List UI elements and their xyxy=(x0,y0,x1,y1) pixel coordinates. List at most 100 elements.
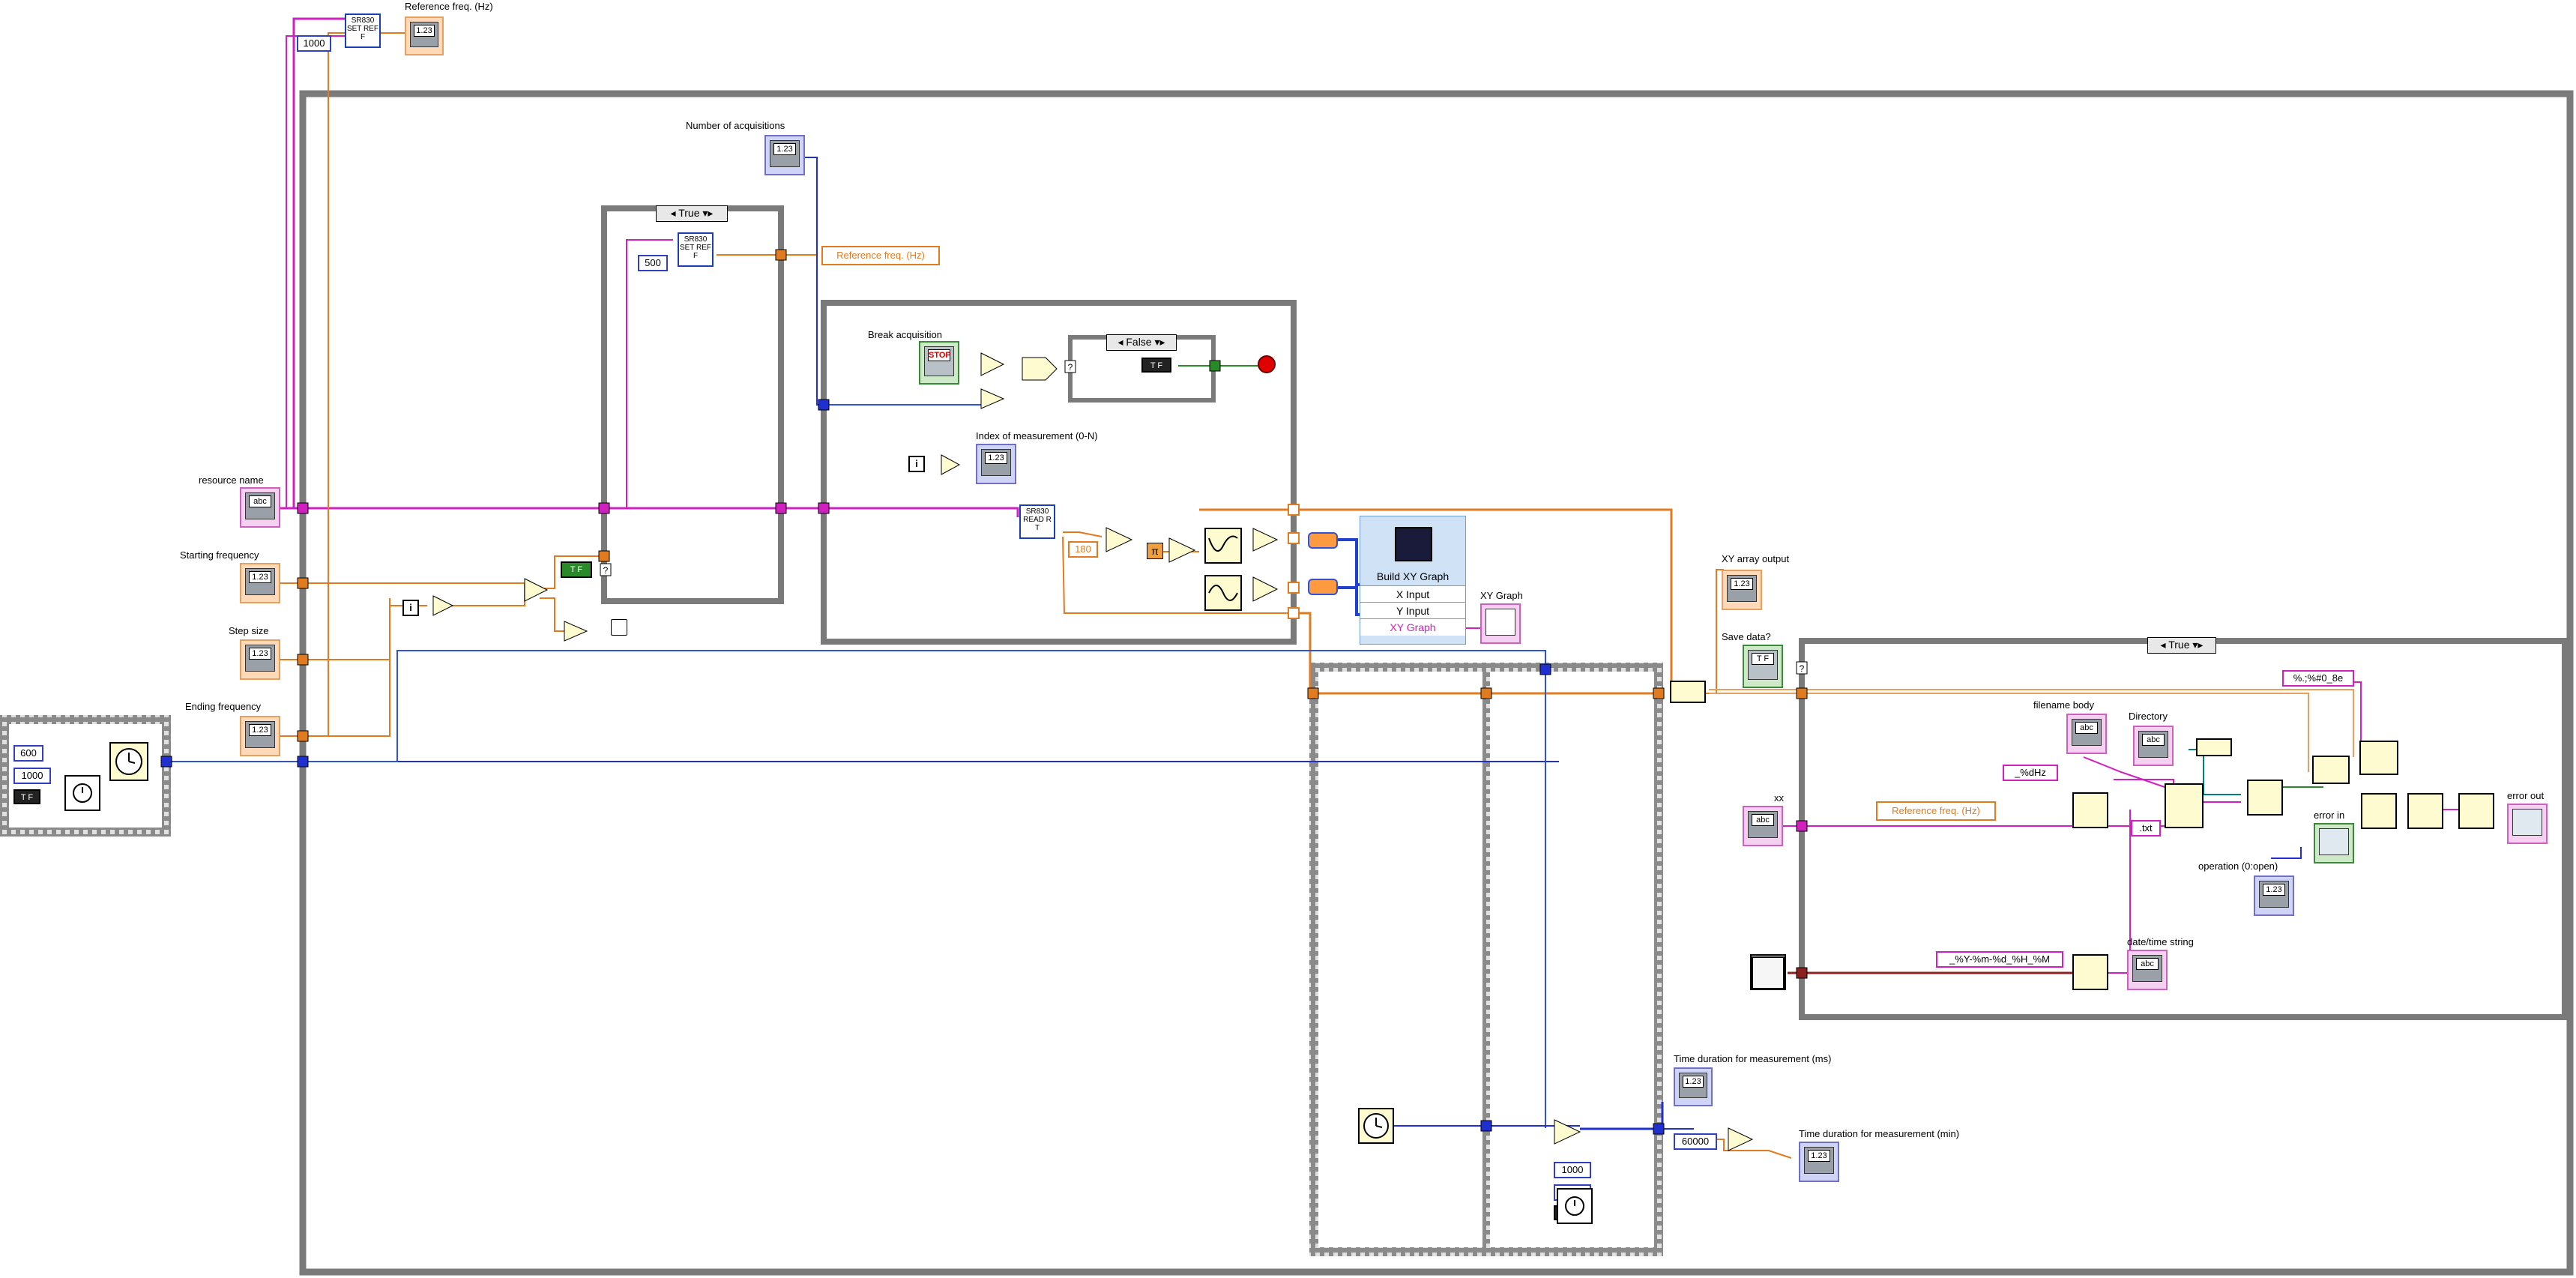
wait-ms-icon xyxy=(1557,1188,1593,1224)
constant-180[interactable]: 180 xyxy=(1068,541,1098,558)
boolean-tf-case1[interactable]: T F xyxy=(561,561,592,578)
constant-60000[interactable]: 60000 xyxy=(1674,1133,1717,1150)
file-icon xyxy=(2361,793,2397,829)
y-input-terminal[interactable]: Y Input xyxy=(1360,602,1465,619)
constant-format-date[interactable]: _%Y-%m-%d_%H_%M xyxy=(1936,951,2063,968)
sine-icon xyxy=(1204,575,1242,611)
wait-icon xyxy=(64,775,100,811)
label-error-out: error out xyxy=(2507,790,2545,801)
label-index-of-measurement: Index of measurement (0-N) xyxy=(976,430,1098,441)
filename-body-control[interactable]: abc xyxy=(2066,714,2107,754)
acquisition-while-loop[interactable] xyxy=(821,300,1297,645)
primitives xyxy=(432,352,1754,1151)
label-error-in: error in xyxy=(2314,810,2345,821)
build-xy-graph-express-vi[interactable]: Build XY Graph X Input Y Input XY Graph xyxy=(1360,516,1466,645)
number-of-acquisitions-control[interactable]: 1.23 xyxy=(764,135,805,175)
get-date-time-icon xyxy=(1752,956,1785,989)
sr830-read-rt-subvi[interactable]: SR830 READ R T xyxy=(1019,504,1055,539)
index-array-icon xyxy=(1670,681,1706,703)
loop-iteration-terminal-main: i xyxy=(402,600,419,616)
label-xy-graph: XY Graph xyxy=(1480,590,1523,601)
label-time-ms: Time duration for measurement (ms) xyxy=(1674,1053,1832,1064)
xy-graph-output-terminal[interactable]: XY Graph xyxy=(1360,618,1465,636)
loop-iteration-terminal-acq: i xyxy=(908,456,925,472)
step-size-control[interactable]: 1.23 xyxy=(240,639,280,680)
label-filename-body: filename body xyxy=(2033,699,2094,711)
directory-control[interactable]: abc xyxy=(2133,726,2174,766)
constant-1000-a[interactable]: 1000 xyxy=(1554,1162,1591,1178)
label-ref-freq-top: Reference freq. (Hz) xyxy=(405,1,493,12)
xx-control[interactable]: abc xyxy=(1743,806,1783,846)
sr830-set-ref-subvi-top[interactable]: SR830 SET REF F xyxy=(345,13,381,48)
label-xx: xx xyxy=(1774,792,1784,804)
close-file-icon xyxy=(2458,793,2494,829)
stop-condition-icon xyxy=(611,619,627,636)
pi-constant-icon: π xyxy=(1147,543,1163,559)
svg-text:?: ? xyxy=(1068,362,1073,373)
constant-1000-top[interactable]: 1000 xyxy=(297,35,331,52)
sequence-left[interactable] xyxy=(0,715,171,837)
time-ms-indicator[interactable]: 1.23 xyxy=(1674,1067,1713,1106)
label-time-min: Time duration for measurement (min) xyxy=(1799,1128,1960,1139)
svg-text:?: ? xyxy=(603,565,609,576)
label-date-time-string: date/time string xyxy=(2127,936,2194,947)
write-file-icon xyxy=(2407,793,2443,829)
index-of-measurement-indicator[interactable]: 1.23 xyxy=(976,444,1016,484)
cosine-icon xyxy=(1204,528,1242,564)
graph-icon xyxy=(1395,527,1432,561)
error-in-control[interactable] xyxy=(2314,823,2354,863)
boolean-constant-left[interactable]: T F xyxy=(13,789,40,804)
label-directory: Directory xyxy=(2129,711,2168,722)
constant-format-txt[interactable]: .txt xyxy=(2131,820,2161,837)
label-operation: operation (0:open) xyxy=(2198,860,2278,872)
label-ending-frequency: Ending frequency xyxy=(185,701,262,712)
label-save-data: Save data? xyxy=(1722,631,1771,642)
array-to-spreadsheet-icon xyxy=(2312,756,2350,784)
case-selector-1[interactable]: ◂ True ▾▸ xyxy=(656,205,728,222)
bundle-x-icon xyxy=(1308,532,1338,549)
format-date-time-icon xyxy=(2072,954,2108,990)
main-while-loop[interactable] xyxy=(299,90,2574,1276)
format-into-string-icon xyxy=(2072,792,2108,828)
label-break-acquisition: Break acquisition xyxy=(868,329,942,340)
bundle-y-icon xyxy=(1308,579,1338,595)
error-out-indicator[interactable] xyxy=(2507,804,2548,844)
stop-icon xyxy=(1258,355,1276,373)
constant-600[interactable]: 600 xyxy=(13,745,43,762)
strip-path-icon xyxy=(2196,738,2232,756)
ref-freq-indicator-top[interactable]: 1.23 xyxy=(405,16,444,55)
xy-array-output-indicator[interactable]: 1.23 xyxy=(1722,570,1762,610)
x-input-terminal[interactable]: X Input xyxy=(1360,585,1465,603)
svg-text:?: ? xyxy=(1800,663,1805,674)
resource-name-control[interactable]: abc xyxy=(240,487,280,528)
break-acquisition-stop-button[interactable]: STOP xyxy=(919,341,959,385)
transpose-array-icon xyxy=(2359,741,2398,775)
date-time-string-indicator[interactable]: abc xyxy=(2127,950,2168,990)
save-data-toggle[interactable]: T F xyxy=(1743,645,1783,688)
build-xy-title: Build XY Graph xyxy=(1376,570,1450,582)
label-xy-array-output: XY array output xyxy=(1722,553,1790,564)
constant-500[interactable]: 500 xyxy=(638,255,668,271)
clock-icon xyxy=(109,742,148,781)
local-var-ref-freq-2[interactable]: Reference freq. (Hz) xyxy=(1876,801,1996,821)
xy-graph-indicator[interactable] xyxy=(1480,603,1521,644)
case-structure-save[interactable] xyxy=(1799,638,2568,1020)
constant-format-hz[interactable]: _%dHz xyxy=(2003,765,2058,781)
case-structure-1[interactable] xyxy=(601,205,784,604)
case-selector-2[interactable]: ◂ False ▾▸ xyxy=(1106,334,1177,351)
label-step-size: Step size xyxy=(229,625,269,636)
constant-1000-left[interactable]: 1000 xyxy=(13,768,51,784)
boolean-constant-false-case[interactable]: T F xyxy=(1141,358,1171,373)
case-selector-save[interactable]: ◂ True ▾▸ xyxy=(2147,637,2216,654)
local-var-ref-freq-1[interactable]: Reference freq. (Hz) xyxy=(821,246,940,265)
ending-frequency-control[interactable]: 1.23 xyxy=(240,716,280,756)
constant-format-number[interactable]: %.;%#0_8e xyxy=(2282,670,2354,687)
concatenate-strings-icon xyxy=(2165,783,2204,828)
starting-frequency-control[interactable]: 1.23 xyxy=(240,563,280,603)
time-min-indicator[interactable]: 1.23 xyxy=(1799,1142,1839,1182)
label-resource-name: resource name xyxy=(199,474,264,486)
tunnels: ? ? ? xyxy=(160,249,1808,1135)
operation-control[interactable]: 1.23 xyxy=(2254,875,2294,916)
sr830-set-ref-subvi-inner[interactable]: SR830 SET REF F xyxy=(678,232,714,267)
